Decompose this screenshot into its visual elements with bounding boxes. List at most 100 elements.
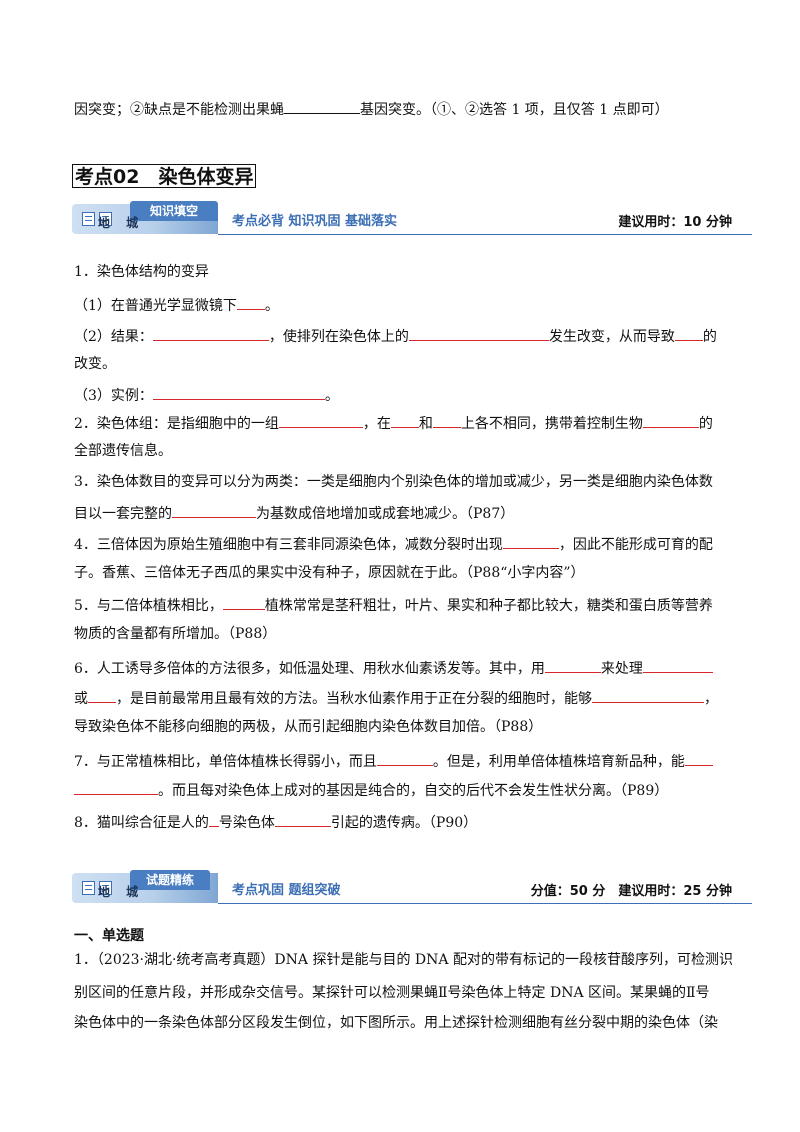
question-1-cont2: 染色体中的一条染色体部分区段发生倒位，如下图所示。用上述探针检测细胞有丝分裂中期…	[74, 1013, 718, 1033]
item-1: 1．染色体结构的变异	[74, 262, 209, 282]
banner-tab-head: 试题精练	[130, 870, 210, 890]
item-3: 3．染色体数目的变异可以分为两类：一类是细胞内个别染色体的增加或减少，另一类是细…	[74, 472, 713, 492]
item-5-cont: 物质的含量都有所增加。（P88）	[74, 624, 276, 644]
text: 因突变；②缺点是不能检测出果蝇	[74, 102, 284, 118]
text: 1．（2023·湖北·统考高考真题）DNA 探针是能与目的 DNA 配对的带有标…	[74, 952, 733, 968]
text: 。但是，利用单倍体植株培育新品种，能	[432, 754, 685, 770]
answer-blank[interactable]	[642, 657, 713, 673]
item-1-2-cont: 改变。	[74, 354, 116, 374]
item-6: 6．人工诱导多倍体的方法很多，如低温处理、用秋水仙素诱发等。其中，用来处理	[74, 657, 713, 679]
answer-blank[interactable]	[642, 412, 699, 428]
banner-tab-label: 地 城	[98, 885, 145, 899]
text: 。	[264, 298, 279, 314]
text: 的	[702, 329, 717, 345]
text: 目以一套完整的	[74, 506, 172, 522]
text: 子。香蕉、三倍体无子西瓜的果实中没有种子，原因就在于此。（P88“小字内容”）	[74, 565, 585, 581]
text: ，是目前最常用且最有效的方法。当秋水仙素作用于正在分裂的细胞时，能够	[116, 691, 592, 707]
answer-blank[interactable]	[390, 412, 419, 428]
text: 上各不相同，携带着控制生物	[460, 416, 643, 432]
banner-tab-head: 知识填空	[130, 201, 218, 221]
text: 为基数成倍地增加或成套地减少。（P87）	[256, 506, 515, 522]
text: 和	[418, 416, 433, 432]
question-1-cont: 别区间的任意片段，并形成杂交信号。某探针可以检测果蝇Ⅱ号染色体上特定 DNA 区…	[74, 983, 710, 1003]
text: 物质的含量都有所增加。（P88）	[74, 626, 277, 642]
document-icon	[99, 212, 112, 226]
answer-blank[interactable]	[408, 325, 549, 341]
text: 1．染色体结构的变异	[74, 264, 209, 280]
item-1-1: （1）在普通光学显微镜下 。	[74, 294, 279, 316]
answer-blank[interactable]	[284, 98, 360, 114]
text: ，使排列在染色体上的	[268, 329, 409, 345]
knowledge-banner: 知识填空 地 城 考点必背 知识巩固 基础落实 建议用时：10 分钟	[72, 201, 752, 235]
text: （2）结果：	[74, 329, 153, 345]
text: 染色体中的一条染色体部分区段发生倒位，如下图所示。用上述探针检测细胞有丝分裂中期…	[74, 1015, 718, 1031]
text: 8．猫叫综合征是人的	[74, 815, 209, 831]
text: （1）在普通光学显微镜下	[74, 298, 237, 314]
text: 植株常常是茎秆粗壮，叶片、果实和种子都比较大，糖类和蛋白质等营养	[264, 598, 713, 614]
suggested-time: 建议用时：10 分钟	[618, 215, 732, 230]
answer-blank[interactable]	[152, 384, 325, 400]
answer-blank[interactable]	[674, 325, 703, 341]
item-4-cont: 子。香蕉、三倍体无子西瓜的果实中没有种子，原因就在于此。（P88“小字内容”）	[74, 563, 585, 583]
item-5: 5．与二倍体植株相比， 植株常常是茎秆粗壮，叶片、果实和种子都比较大，糖类和蛋白质…	[74, 594, 713, 616]
item-2: 2．染色体组：是指细胞中的一组 ，在 和 上各不相同，携带着控制生物 的	[74, 412, 713, 434]
answer-blank[interactable]	[544, 657, 601, 673]
question-type-heading: 一、单选题	[74, 928, 144, 944]
text: ，	[704, 691, 718, 707]
text: 7．与正常植株相比，单倍体植株长得弱小，而且	[74, 754, 377, 770]
text: 来处理	[600, 661, 643, 677]
answer-blank[interactable]	[278, 412, 363, 428]
document-icon	[82, 881, 95, 895]
banner-motto: 考点必背 知识巩固 基础落实	[232, 214, 398, 229]
answer-blank[interactable]	[152, 325, 269, 341]
answer-blank[interactable]	[88, 687, 116, 703]
practice-banner: 试题精练 地 城 考点巩固 题组突破 分值：50 分 建议用时：25 分钟	[72, 870, 752, 904]
item-4: 4．三倍体因为原始生殖细胞中有三套非同源染色体，减数分裂时出现 ，因此不能形成可育…	[74, 533, 713, 555]
banner-tab-label: 地 城	[98, 216, 145, 230]
banner-rule	[218, 234, 752, 235]
answer-blank[interactable]	[74, 779, 158, 795]
item-6-cont: 或 ，是目前最常用且最有效的方法。当秋水仙素作用于正在分裂的细胞时，能够 ，	[74, 687, 718, 709]
text: 。	[324, 388, 339, 404]
text: 别区间的任意片段，并形成杂交信号。某探针可以检测果蝇Ⅱ号染色体上特定 DNA 区…	[74, 985, 710, 1001]
question-1: 1．（2023·湖北·统考高考真题）DNA 探针是能与目的 DNA 配对的带有标…	[74, 950, 733, 970]
document-icon	[99, 881, 112, 895]
text: 全部遗传信息。	[74, 443, 172, 459]
text: 引起的遗传病。（P90）	[330, 815, 478, 831]
text: ，在	[362, 416, 391, 432]
banner-rule	[218, 903, 752, 904]
text: 导致染色体不能移向细胞的两极，从而引起细胞内染色体数目加倍。（P88）	[74, 719, 543, 735]
text: 的	[698, 416, 713, 432]
text: 或	[74, 691, 88, 707]
item-6-cont2: 导致染色体不能移向细胞的两极，从而引起细胞内染色体数目加倍。（P88）	[74, 717, 542, 737]
item-1-2: （2）结果： ，使排列在染色体上的 发生改变，从而导致 的	[74, 325, 717, 347]
section-title: 考点02 染色体变异	[72, 164, 256, 188]
answer-blank[interactable]	[208, 811, 219, 827]
answer-blank[interactable]	[592, 687, 704, 703]
text: 改变。	[74, 356, 116, 372]
item-7-cont: 。而且每对染色体上成对的基因是纯合的，自交的后代不会发生性状分离。（P89）	[74, 779, 668, 801]
answer-blank[interactable]	[274, 811, 331, 827]
text: 3．染色体数目的变异可以分为两类：一类是细胞内个别染色体的增加或减少，另一类是细…	[74, 474, 713, 490]
answer-blank[interactable]	[432, 412, 461, 428]
text: ，因此不能形成可育的配	[558, 537, 713, 553]
text: 号染色体	[218, 815, 275, 831]
score-and-time: 分值：50 分 建议用时：25 分钟	[530, 884, 732, 899]
item-1-3: （3）实例： 。	[74, 384, 339, 406]
answer-blank[interactable]	[222, 594, 265, 610]
item-3-cont: 目以一套完整的 为基数成倍地增加或成套地减少。（P87）	[74, 502, 514, 524]
text: 2．染色体组：是指细胞中的一组	[74, 416, 279, 432]
item-8: 8．猫叫综合征是人的号染色体 引起的遗传病。（P90）	[74, 811, 477, 833]
text: 。而且每对染色体上成对的基因是纯合的，自交的后代不会发生性状分离。（P89）	[158, 783, 669, 799]
text: 5．与二倍体植株相比，	[74, 598, 223, 614]
text: 发生改变，从而导致	[548, 329, 675, 345]
text: 4．三倍体因为原始生殖细胞中有三套非同源染色体，减数分裂时出现	[74, 537, 503, 553]
answer-blank[interactable]	[376, 750, 433, 766]
answer-blank[interactable]	[684, 750, 713, 766]
answer-blank[interactable]	[172, 502, 256, 518]
banner-motto: 考点巩固 题组突破	[232, 883, 341, 898]
text: 基因突变。（①、②选答 1 项，且仅答 1 点即可）	[360, 102, 669, 118]
answer-blank[interactable]	[236, 294, 265, 310]
text: （3）实例：	[74, 388, 153, 404]
answer-blank[interactable]	[502, 533, 559, 549]
